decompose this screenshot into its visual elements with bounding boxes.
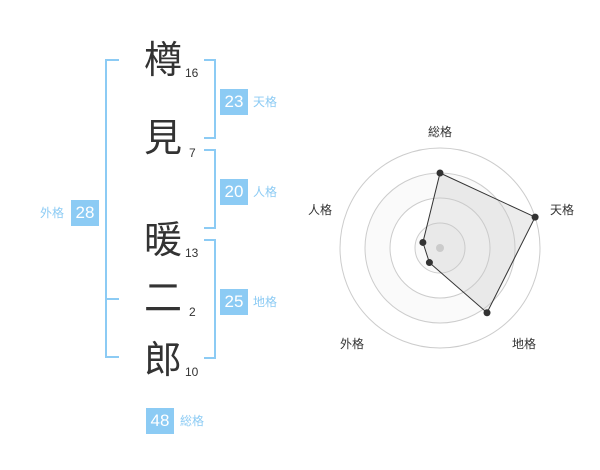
chikaku-label: 地格 [253, 295, 278, 309]
tenkaku-bracket [204, 59, 216, 139]
gaikaku-bracket [105, 59, 119, 358]
name-char-3: 暖 [143, 218, 182, 262]
stroke-count-4: 2 [189, 305, 196, 319]
chikaku-bracket [204, 239, 216, 359]
radar-point-3 [483, 309, 491, 317]
stroke-count-5: 10 [185, 365, 199, 379]
radar-point-1 [436, 169, 444, 177]
axis-label-gaikaku: 外格 [340, 337, 365, 351]
radar-point-4 [425, 259, 433, 267]
axis-label-soukaku: 総格 [428, 125, 453, 139]
chikaku-value: 25 [220, 289, 248, 315]
name-char-4: 二 [143, 276, 182, 320]
stroke-count-2: 7 [189, 146, 196, 160]
axis-label-jinkaku: 人格 [308, 203, 333, 217]
tenkaku-value: 23 [220, 89, 248, 115]
stroke-count-3: 13 [185, 246, 199, 260]
name-char-1: 樽 [143, 38, 182, 82]
radar-polygon [422, 172, 536, 314]
radar-center [436, 244, 444, 252]
radar-point-5 [419, 238, 427, 246]
axis-label-tenkaku: 天格 [550, 203, 575, 217]
tenkaku-label: 天格 [253, 95, 278, 109]
axis-label-chikaku: 地格 [512, 337, 537, 351]
soukaku-value: 48 [146, 408, 174, 434]
gaikaku-label: 外格 [40, 206, 65, 220]
gaikaku-value: 28 [71, 200, 99, 226]
radar-point-2 [531, 213, 539, 221]
soukaku-label: 総格 [180, 414, 205, 428]
jinkaku-value: 20 [220, 179, 248, 205]
name-char-2: 見 [143, 116, 182, 160]
gaikaku-bracket-divider [105, 298, 119, 300]
name-char-5: 郎 [143, 338, 182, 382]
jinkaku-bracket [204, 149, 216, 229]
jinkaku-label: 人格 [253, 185, 278, 199]
stroke-count-1: 16 [185, 66, 199, 80]
